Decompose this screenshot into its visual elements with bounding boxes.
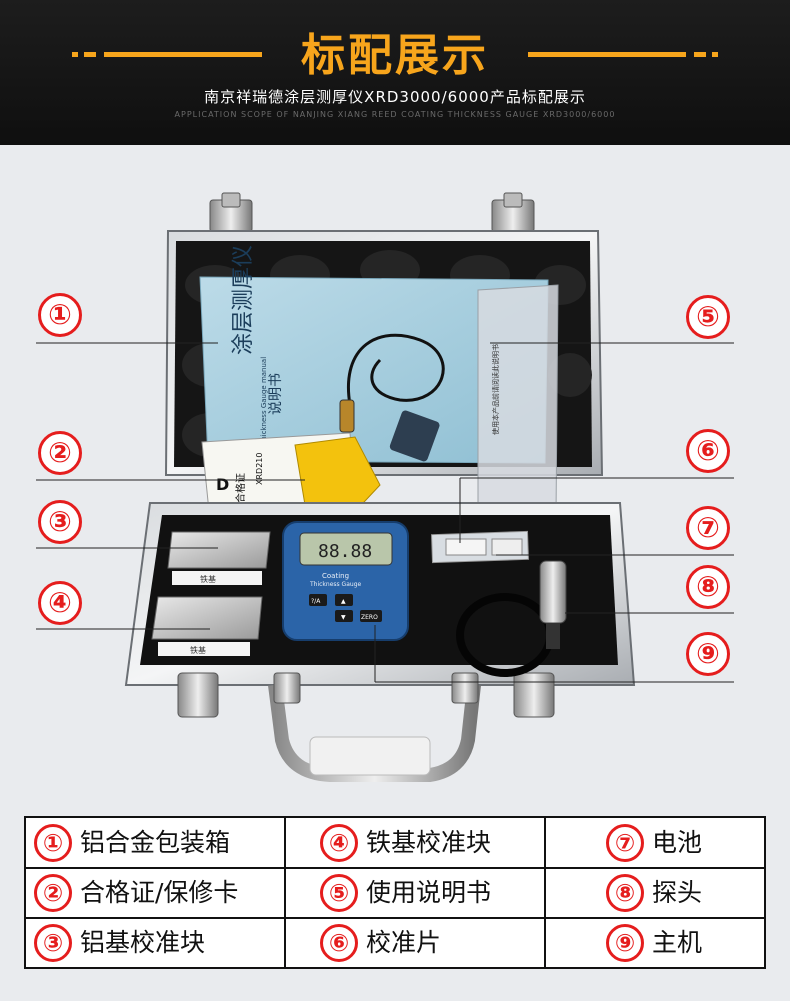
callout-8: ⑧ [686,565,730,609]
certificate-card: D 合格证 XRD210 [201,432,381,522]
legend-number: ⑥ [320,924,358,962]
callout-2: ② [38,431,82,475]
product-illustration: 涂层测厚仪 说明书 Thickness Gauge manual 使用本产品前请… [36,192,734,782]
iron-calibration-block: 铁基 [151,596,263,656]
legend-label: 使用说明书 [366,878,492,907]
page-subtitle-english: APPLICATION SCOPE OF NANJING XIANG REED … [174,110,616,119]
title-decoration-left [72,52,262,57]
thickness-gauge-device: 88.88 Coating Thickness Gauge ?/A ▲ ▼ ZE… [282,521,409,641]
lid-latch-right [491,192,535,233]
bag-text: 使用本产品前请阅读此说明书 [491,344,500,435]
legend-item: ② 合格证/保修卡 [26,868,284,918]
device-subtitle: Thickness Gauge [309,581,361,588]
device-button-up: ▲ [341,598,346,605]
callout-5: ⑤ [686,295,730,339]
device-button-1: ?/A [311,598,321,605]
certificate-model: XRD210 [255,453,264,485]
title-decoration-right [528,52,718,57]
probe [456,560,567,677]
manual-english: Thickness Gauge manual [260,357,268,446]
table-divider [26,917,764,919]
manual-subtitle: 说明书 [268,373,284,415]
product-photo: 涂层测厚仪 说明书 Thickness Gauge manual 使用本产品前请… [0,145,790,785]
manual-bag: 使用本产品前请阅读此说明书 [477,284,559,520]
lid-latch-left [209,192,253,233]
callout-6: ⑥ [686,429,730,473]
certificate-title: 合格证 [234,473,247,503]
accessory-legend-table: ① 铝合金包装箱 ④ 铁基校准块 ⑦ 电池 ② 合格证/保修卡 ⑤ 使用说明书 … [24,816,766,969]
legend-label: 铁基校准块 [366,828,492,857]
legend-label: 探头 [652,878,703,907]
legend-number: ① [34,824,72,862]
legend-number: ④ [320,824,358,862]
callout-4: ④ [38,581,82,625]
legend-item: ⑧ 探头 [546,868,764,918]
legend-label: 铝合金包装箱 [80,828,231,857]
leader-lines [36,342,734,683]
legend-item: ⑥ 校准片 [286,918,544,968]
legend-label: 铝基校准块 [80,928,206,957]
legend-item: ⑤ 使用说明书 [286,868,544,918]
legend-label: 主机 [652,928,703,957]
calibration-film-and-battery [431,530,529,564]
legend-number: ② [34,874,72,912]
legend-number: ⑧ [606,874,644,912]
legend-item: ③ 铝基校准块 [26,918,284,968]
callout-7: ⑦ [686,506,730,550]
table-divider [284,818,286,967]
device-screen-reading: 88.88 [318,541,372,562]
user-manual: 涂层测厚仪 说明书 Thickness Gauge manual [199,245,549,464]
device-button-zero: ZERO [361,614,378,621]
title-row: 标配展示 [0,28,790,84]
legend-item: ⑨ 主机 [546,918,764,968]
header-banner: 标配展示 南京祥瑞德涂层测厚仪XRD3000/6000产品标配展示 APPLIC… [0,0,790,145]
certificate-brand: D [216,475,229,494]
legend-number: ⑦ [606,824,644,862]
legend-label: 电池 [652,828,703,857]
legend-number: ⑨ [606,924,644,962]
device-brand: Coating [322,572,349,580]
aluminium-calibration-block: 铁基 [167,531,271,585]
legend-item: ④ 铁基校准块 [286,818,544,868]
page-title: 标配展示 [301,30,489,81]
callout-1: ① [38,293,82,337]
block-label-aluminium: 铁基 [200,574,216,584]
table-divider [544,818,546,967]
legend-item: ① 铝合金包装箱 [26,818,284,868]
legend-number: ③ [34,924,72,962]
manual-title: 涂层测厚仪 [231,245,256,355]
device-button-down: ▼ [341,614,346,621]
legend-label: 校准片 [366,928,442,957]
legend-item: ⑦ 电池 [546,818,764,868]
legend-number: ⑤ [320,874,358,912]
callout-9: ⑨ [686,632,730,676]
callout-3: ③ [38,500,82,544]
legend-label: 合格证/保修卡 [80,878,239,907]
table-divider [26,867,764,869]
page-subtitle: 南京祥瑞德涂层测厚仪XRD3000/6000产品标配展示 [204,88,586,106]
block-label-iron: 铁基 [190,645,206,655]
